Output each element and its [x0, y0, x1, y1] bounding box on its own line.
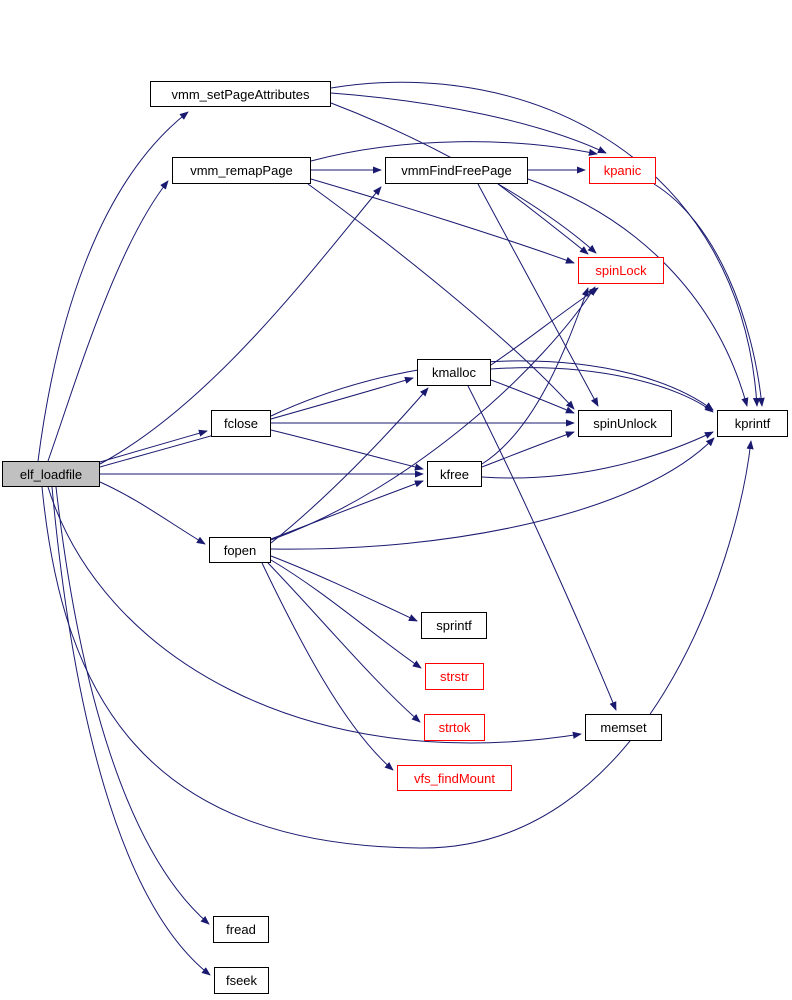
node-spinUnlock[interactable]: spinUnlock — [578, 410, 672, 437]
edge-elf_loadfile-to-fread — [55, 486, 210, 925]
node-memset[interactable]: memset — [585, 714, 662, 741]
node-fread[interactable]: fread — [213, 916, 269, 943]
edge-fopen-to-kprintf — [270, 437, 715, 550]
edge-kmalloc-to-spinUnlock — [490, 379, 575, 414]
edge-fopen-to-vfs_findMount — [261, 562, 394, 771]
edge-elf_loadfile-to-vmm_setPageAttributes — [37, 111, 189, 462]
node-kmalloc[interactable]: kmalloc — [417, 359, 491, 386]
edge-vmm_setPageAttributes-to-kpanic — [330, 92, 607, 154]
edge-vmmFindFreePage-to-spinLock — [497, 183, 589, 255]
edge-kmalloc-to-spinLock — [490, 287, 599, 366]
edge-kmalloc-to-memset — [467, 385, 617, 711]
edge-vmmFindFreePage-to-spinUnlock — [477, 183, 599, 407]
node-kpanic[interactable]: kpanic — [589, 157, 656, 184]
edge-vmm_remapPage-to-spinUnlock — [307, 183, 575, 410]
edge-elf_loadfile-to-fseek — [51, 486, 211, 976]
edge-fopen-to-kfree — [270, 480, 424, 540]
edge-fopen-to-kmalloc — [270, 387, 429, 544]
edge-kfree-to-spinLock — [481, 287, 589, 465]
edge-vmm_remapPage-to-kpanic — [310, 141, 598, 162]
node-vfs_findMount[interactable]: vfs_findMount — [397, 765, 512, 791]
edge-elf_loadfile-to-memset — [47, 486, 582, 744]
edge-kmalloc-to-kprintf — [490, 367, 714, 413]
edge-fopen-to-strtok — [267, 562, 421, 723]
edge-kpanic-to-kprintf — [653, 183, 765, 407]
node-fseek[interactable]: fseek — [214, 967, 269, 994]
edge-elf_loadfile-to-fopen — [99, 481, 206, 545]
node-strstr[interactable]: strstr — [425, 663, 484, 690]
node-vmmFindFreePage[interactable]: vmmFindFreePage — [385, 157, 528, 184]
node-elf_loadfile[interactable]: elf_loadfile — [2, 461, 100, 487]
node-fopen[interactable]: fopen — [209, 537, 271, 563]
edge-fopen-to-spinLock — [270, 286, 596, 541]
edge-elf_loadfile-to-fclose — [99, 429, 208, 463]
node-spinLock[interactable]: spinLock — [578, 257, 664, 284]
node-vmm_setPageAttributes[interactable]: vmm_setPageAttributes — [150, 81, 331, 107]
edge-elf_loadfile-to-vmm_remapPage — [47, 180, 169, 462]
edge-vmmFindFreePage-to-kprintf — [527, 178, 749, 407]
node-kprintf[interactable]: kprintf — [717, 410, 788, 437]
edge-elf_loadfile-to-kmalloc — [99, 376, 414, 468]
edge-fclose-to-kprintf — [270, 360, 714, 417]
node-sprintf[interactable]: sprintf — [421, 612, 487, 639]
node-kfree[interactable]: kfree — [427, 461, 482, 487]
node-fclose[interactable]: fclose — [211, 410, 271, 437]
edge-vmm_setPageAttributes-to-kprintf — [330, 81, 761, 407]
edge-kfree-to-kprintf — [481, 431, 714, 479]
edge-elf_loadfile-to-vmmFindFreePage — [99, 186, 382, 465]
node-strtok[interactable]: strtok — [424, 714, 485, 741]
edge-vmm_remapPage-to-spinLock — [310, 178, 575, 264]
edge-fclose-to-kfree — [270, 429, 424, 471]
edge-fopen-to-strstr — [270, 559, 422, 669]
edge-elf_loadfile-to-kprintf — [41, 440, 754, 849]
edge-kfree-to-spinUnlock — [481, 431, 575, 468]
edge-fopen-to-sprintf — [270, 555, 418, 622]
node-vmm_remapPage[interactable]: vmm_remapPage — [172, 157, 311, 184]
